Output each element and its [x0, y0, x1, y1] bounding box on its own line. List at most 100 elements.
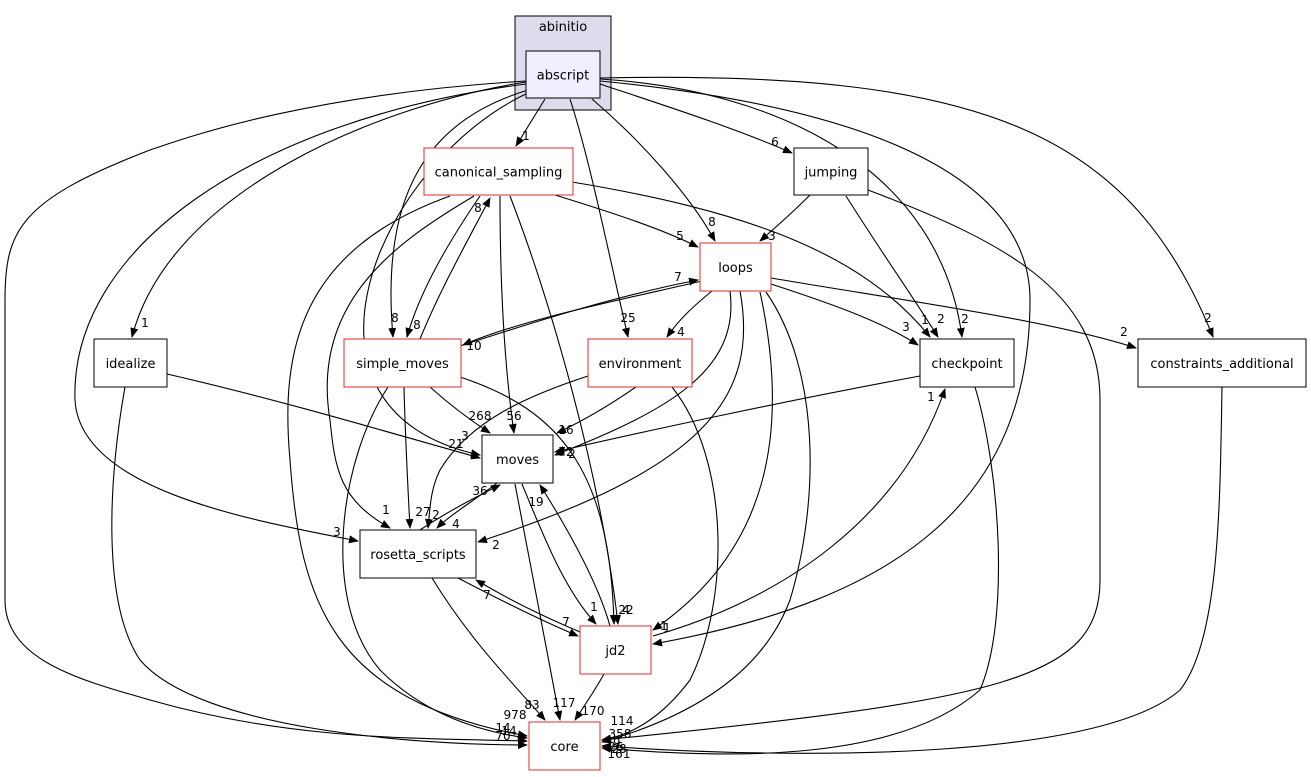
edge-label[interactable]: 25 — [620, 311, 635, 325]
edge-canonical_sampling-to-moves — [499, 195, 517, 434]
node-box[interactable] — [579, 625, 652, 675]
edge-label[interactable]: 21 — [448, 437, 463, 451]
edge-label[interactable]: 117 — [553, 696, 576, 710]
node-core[interactable]: core — [528, 721, 601, 771]
edge-abscript-to-jumping — [599, 83, 793, 154]
edge-label[interactable]: 2 — [961, 312, 969, 326]
edge-label[interactable]: 1 — [522, 129, 530, 143]
node-box[interactable] — [423, 147, 574, 196]
node-canonical-sampling[interactable]: canonical_sampling — [423, 147, 574, 196]
edge-label[interactable]: 8 — [708, 215, 716, 229]
edge-path — [425, 375, 589, 529]
node-label: abscript — [537, 69, 589, 84]
node-abscript[interactable]: abscript — [525, 50, 601, 99]
edge-label[interactable]: 114 — [611, 714, 634, 728]
node-jd2[interactable]: jd2 — [579, 625, 652, 675]
edge-label[interactable]: 2 — [432, 508, 440, 522]
edge-label[interactable]: 36 — [472, 484, 487, 498]
edge-label[interactable]: 1 — [590, 600, 598, 614]
edge-label[interactable]: 72 — [558, 445, 573, 459]
edge-label[interactable]: 26 — [608, 740, 623, 754]
edge-label[interactable]: 1 — [921, 313, 929, 327]
edge-abscript-to-canonical_sampling — [515, 98, 546, 147]
edge-label[interactable]: 19 — [605, 736, 620, 750]
edge-path — [652, 388, 946, 637]
edge-label[interactable]: 8 — [474, 201, 482, 215]
node-moves[interactable]: moves — [481, 434, 554, 484]
edge-label[interactable]: 978 — [504, 708, 527, 722]
node-environment[interactable]: environment — [587, 338, 693, 388]
edge-label[interactable]: 8 — [391, 311, 399, 325]
edge-path — [759, 194, 811, 242]
edge-label[interactable]: 4 — [452, 517, 460, 531]
node-jumping[interactable]: jumping — [793, 147, 869, 196]
node-idealize[interactable]: idealize — [93, 338, 168, 388]
node-box[interactable] — [587, 338, 693, 388]
edge-label[interactable]: 2 — [568, 447, 576, 461]
node-loops[interactable]: loops — [699, 242, 772, 292]
node-box[interactable] — [343, 338, 462, 388]
edge-label[interactable]: 358 — [609, 727, 632, 741]
edge-label[interactable]: 14 — [495, 721, 510, 735]
edge-label[interactable]: 8 — [413, 318, 421, 332]
edge-path — [419, 484, 501, 531]
edge-label[interactable]: 56 — [506, 409, 521, 423]
edge-path — [652, 291, 773, 631]
edge-label[interactable]: 14 — [501, 724, 516, 738]
edge-path — [363, 91, 531, 458]
edge-label[interactable]: 4 — [622, 603, 630, 617]
node-checkpoint[interactable]: checkpoint — [919, 338, 1015, 388]
node-box[interactable] — [793, 147, 869, 196]
edge-label[interactable]: 1 — [660, 619, 668, 633]
node-constraints-additional[interactable]: constraints_additional — [1137, 338, 1307, 388]
edge-label[interactable]: 3 — [461, 429, 469, 443]
edge-path — [591, 98, 716, 242]
node-label: idealize — [106, 357, 156, 372]
edge-label[interactable]: 3 — [333, 525, 341, 539]
edge-label[interactable]: 1 — [663, 621, 671, 635]
edge-label[interactable]: 27 — [415, 505, 430, 519]
edge-path — [431, 577, 546, 721]
edge-label[interactable]: 83 — [524, 698, 539, 712]
edge-label[interactable]: 2 — [1120, 325, 1128, 339]
edge-label[interactable]: 22 — [618, 603, 633, 617]
edge-label[interactable]: 6 — [771, 135, 779, 149]
edge-label[interactable]: 5 — [676, 229, 684, 243]
edge-jd2-to-core — [574, 673, 605, 721]
node-box[interactable] — [359, 529, 477, 579]
edge-label[interactable]: 1 — [382, 503, 390, 517]
edge-label[interactable]: 2 — [492, 538, 500, 552]
edge-path — [514, 483, 563, 721]
node-box[interactable] — [699, 242, 772, 292]
node-box[interactable] — [525, 50, 601, 99]
edge-path — [509, 195, 621, 625]
edge-label[interactable]: 1 — [927, 390, 935, 404]
edge-label[interactable]: 7 — [674, 270, 682, 284]
edge-label[interactable]: 70 — [495, 729, 510, 743]
edge-label[interactable]: 7 — [562, 615, 570, 629]
edge-label[interactable]: 4 — [677, 325, 685, 339]
edge-label[interactable]: 3 — [768, 229, 776, 243]
node-simple-moves[interactable]: simple_moves — [343, 338, 462, 388]
edge-label[interactable]: 170 — [582, 704, 605, 718]
node-rosetta-scripts[interactable]: rosetta_scripts — [359, 529, 477, 579]
node-box[interactable] — [528, 721, 601, 771]
edge-label[interactable]: 10 — [466, 339, 481, 353]
edge-label[interactable]: 1 — [141, 316, 149, 330]
edge-label[interactable]: 7 — [483, 588, 491, 602]
node-box[interactable] — [93, 338, 168, 388]
edge-checkpoint-to-core — [601, 386, 1000, 755]
node-box[interactable] — [481, 434, 554, 484]
edge-label[interactable]: 3 — [902, 320, 910, 334]
edge-label[interactable]: 16 — [558, 423, 573, 437]
edge-label[interactable]: 2 — [1204, 311, 1212, 325]
edge-loops-to-constraints_additional — [770, 277, 1137, 350]
edge-label[interactable]: 28 — [611, 742, 626, 756]
edge-label[interactable]: 268 — [469, 409, 492, 423]
edge-label[interactable]: 19 — [528, 495, 543, 509]
edge-simple_moves-to-canonical_sampling — [419, 197, 491, 340]
cluster-label: abinitio — [539, 20, 587, 35]
edge-label[interactable]: 2 — [937, 312, 945, 326]
node-box[interactable] — [919, 338, 1015, 388]
node-box[interactable] — [1137, 338, 1307, 388]
